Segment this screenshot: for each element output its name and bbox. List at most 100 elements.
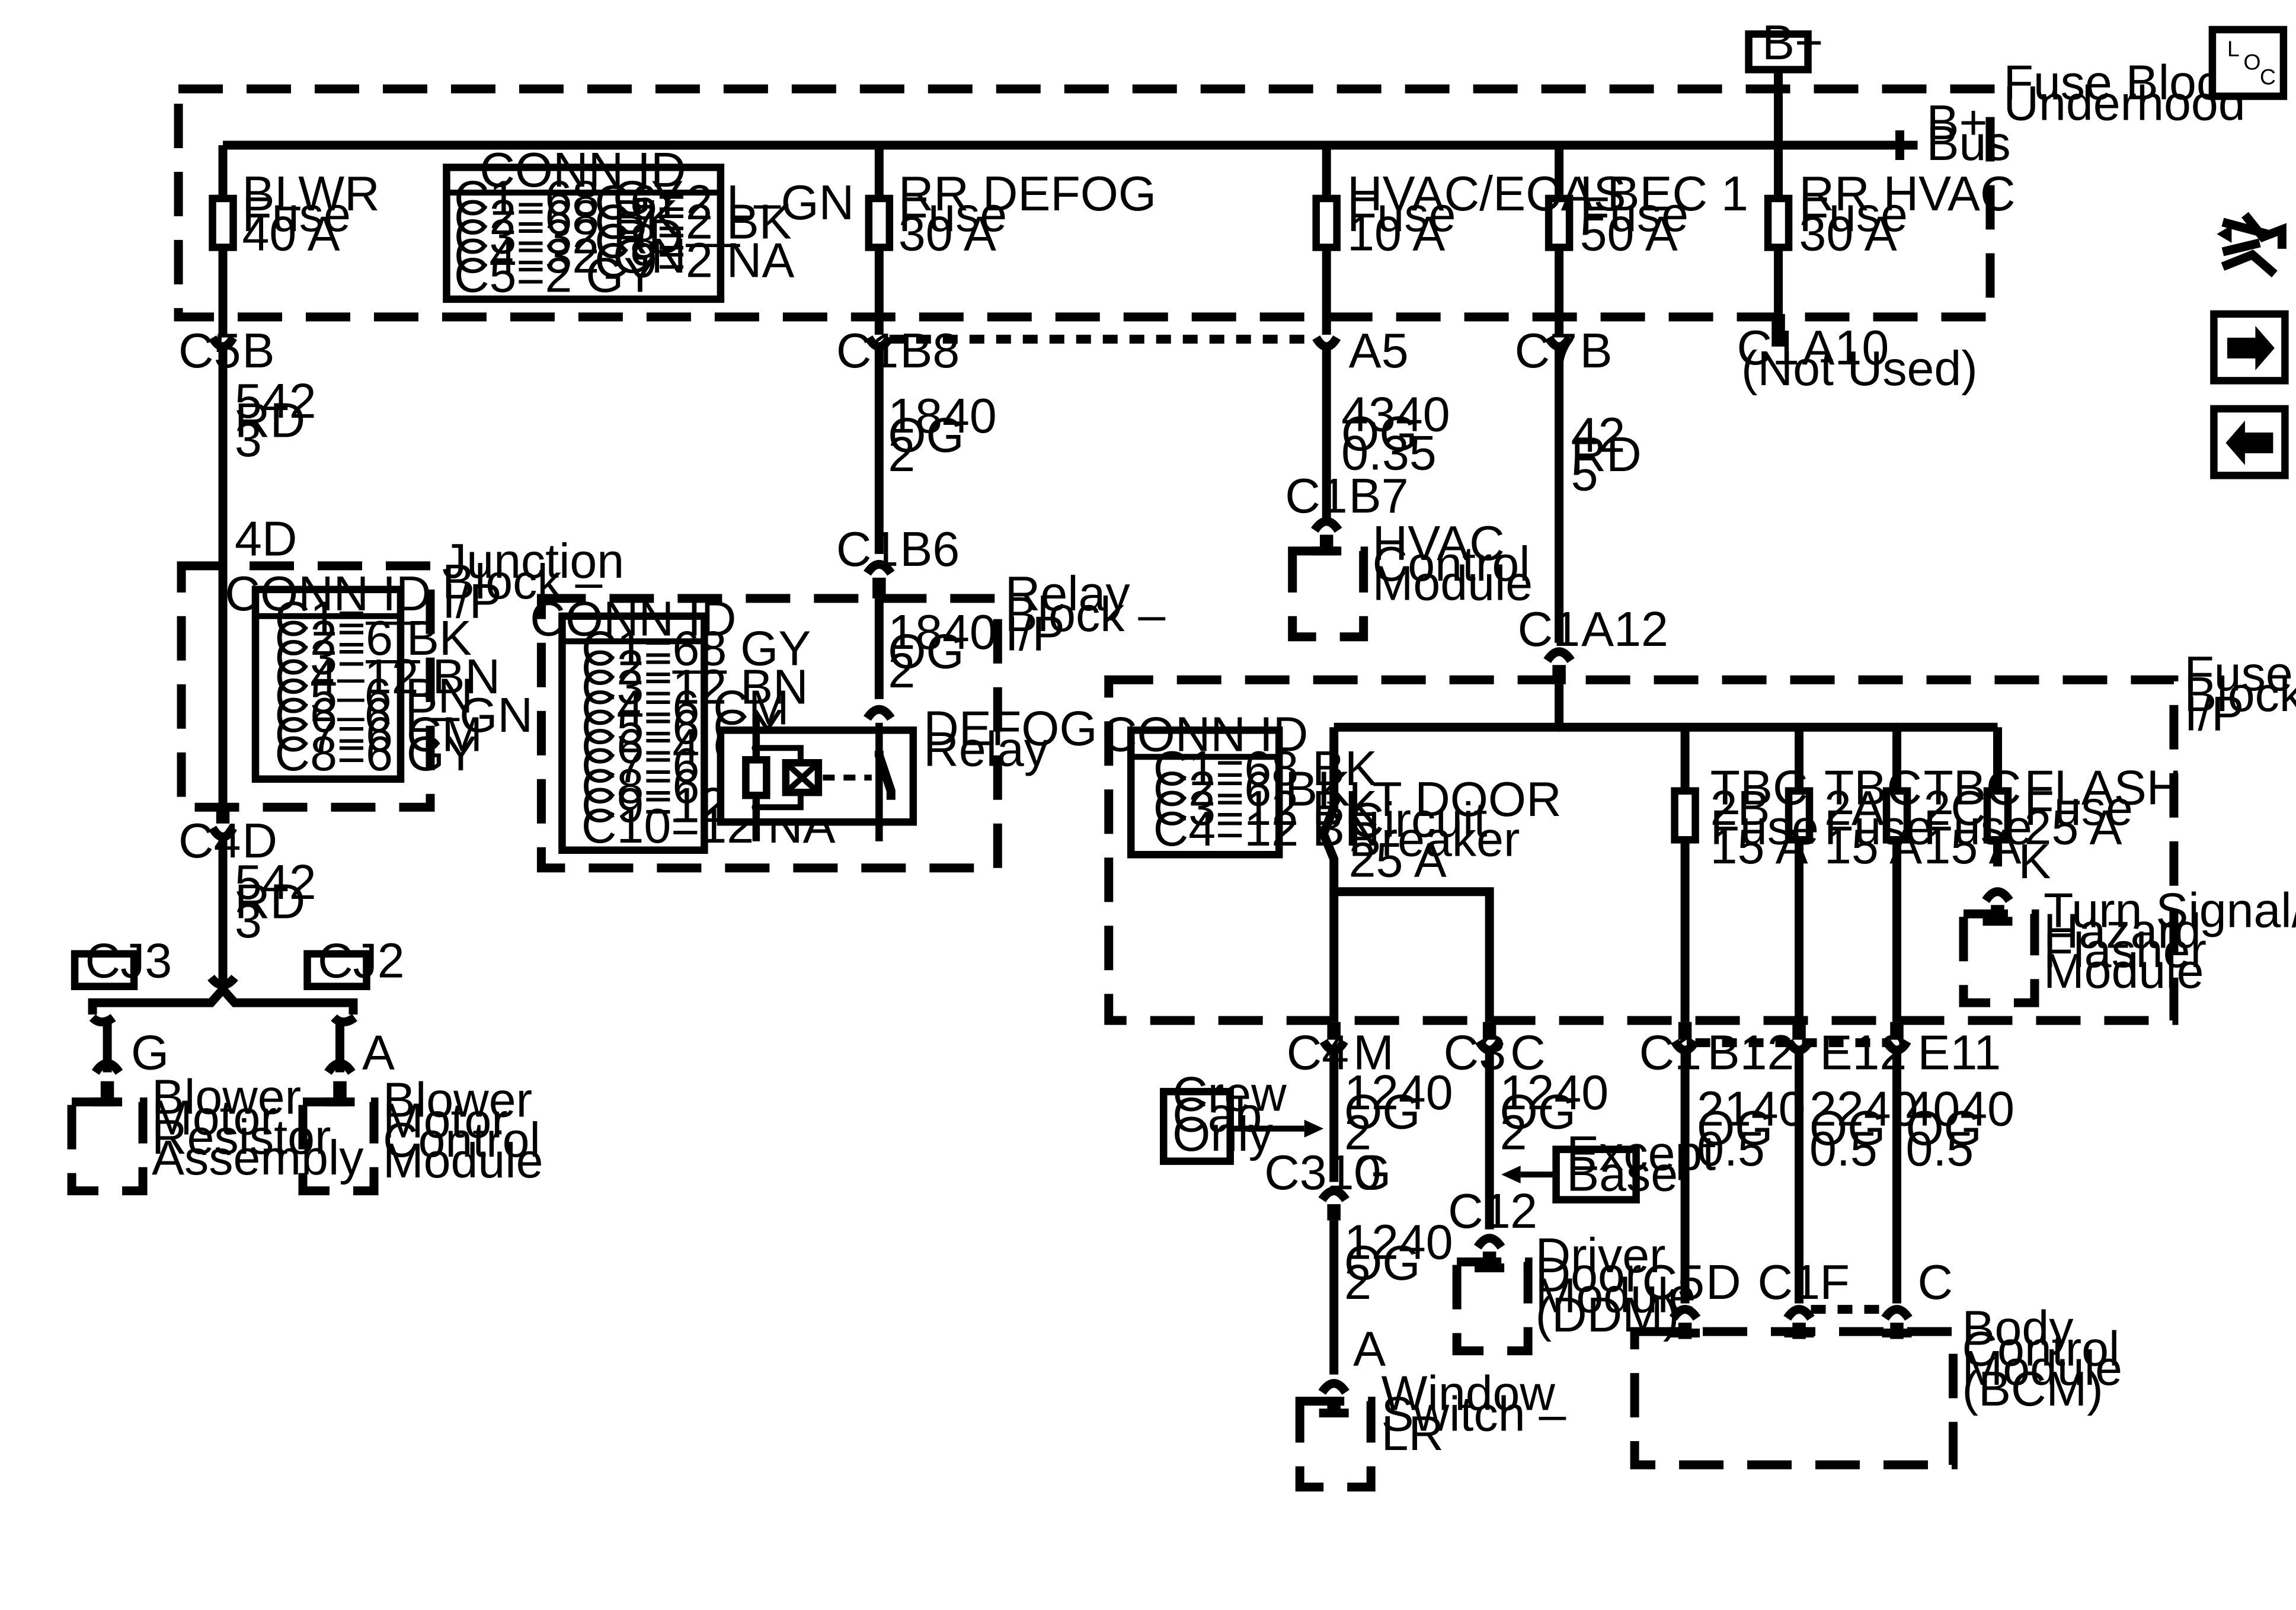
tbc2c-2: 2C: [1924, 781, 1986, 836]
blower-control-box: [298, 1097, 379, 1196]
conn-c-pin: C: [1918, 1255, 1953, 1310]
forward-arrow-icon[interactable]: [2210, 310, 2289, 385]
flash-2: Fuse: [2024, 781, 2132, 836]
tbc2a-4: 15 A: [1824, 820, 1922, 874]
junction-label-3: I/P: [442, 574, 502, 628]
breaker-3: Breaker: [1349, 812, 1520, 867]
turn-2: Hazard: [2044, 904, 2201, 959]
wire-4340-gauge: 0.35: [1341, 425, 1437, 480]
back-arrow-icon[interactable]: [2210, 405, 2289, 479]
splice-cj3-label: CJ3: [85, 934, 172, 988]
conn-rl-0: C1=68 GY: [581, 621, 811, 676]
relay-label-3: I/P: [1005, 606, 1065, 661]
turn-1: Turn Signal/: [2044, 884, 2296, 938]
turn-signal-box: [1959, 909, 2039, 1007]
loc-icon[interactable]: L O C: [2208, 25, 2288, 100]
conn-c3-c: C3: [1444, 1026, 1506, 1080]
wire-1240-b-gauge: 2: [1344, 1255, 1371, 1310]
conn-fi-title: CONN ID: [1102, 707, 1308, 761]
conn-c1-2-pin: 2: [1510, 1184, 1537, 1238]
conn-table-underhood: [443, 164, 725, 303]
fuse-blwr-name: BLWR: [242, 167, 380, 221]
tbc2c-3: Fuse: [1924, 801, 2032, 855]
blower-res-1: Blower: [152, 1070, 301, 1125]
breaker-2: Circuit: [1349, 793, 1488, 847]
pin-4d: 4D: [235, 511, 297, 566]
bus-label-2: Bus: [1927, 116, 2011, 171]
ddm-3: Module: [1536, 1269, 1696, 1323]
wire-542-a-circuit: 542: [235, 374, 316, 428]
crew-cab-box: [1159, 1087, 1234, 1165]
turn-4: Module: [2044, 944, 2204, 998]
wire-2140-gauge: 0.5: [1697, 1122, 1765, 1176]
conn-e11-pin: E11: [1918, 1026, 2001, 1080]
defog-relay-2: Relay: [923, 722, 1049, 776]
conn-table-junction: [251, 585, 405, 783]
wire-1840-a-color: OG: [888, 408, 964, 462]
conn-c5-d-pin: D: [1706, 1255, 1741, 1310]
junction-label-1: Junction: [442, 534, 624, 588]
crew-cab-1: Crew: [1172, 1067, 1287, 1122]
wire-1240-c-circuit: 1240: [1500, 1065, 1609, 1120]
splice-cj2-label: CJ2: [318, 934, 405, 988]
pin-a-blower: A: [362, 1026, 395, 1080]
blower-res-4: Assembly: [152, 1131, 364, 1185]
fuse-rr-hvac: [1764, 194, 1793, 251]
conn-uh-l2: C3=32 RD: [454, 209, 683, 264]
except-base-2: Base: [1566, 1147, 1678, 1202]
wire-1240-a-circuit: 1240: [1344, 1065, 1453, 1120]
fuse-blwr-rating: 40 A: [242, 206, 340, 261]
conn-c1-b8: C1: [836, 324, 898, 378]
conn-c1-f-pin: F: [1820, 1255, 1850, 1310]
ddm-box: [1452, 1257, 1533, 1356]
conn-jn-title: CONN ID: [225, 566, 431, 621]
wire-1240-a-color: OG: [1344, 1085, 1420, 1140]
fuse-rrhvac-type: Fuse: [1799, 187, 1908, 242]
blower-resistor-box: [67, 1097, 148, 1196]
wire-1240-c-gauge: 2: [1500, 1106, 1527, 1160]
fuse-blwr-type: Fuse: [242, 187, 351, 242]
flash-3: 25 A: [2024, 801, 2122, 855]
wire-2240-circuit: 2240: [1809, 1082, 1918, 1137]
relay-block-outline: [536, 594, 1002, 873]
fuse-block-ip-outline: [1104, 675, 2179, 1025]
fuse-block-underhood-outline: [174, 84, 1995, 322]
wire-42-gauge: 5: [1571, 446, 1598, 501]
wire-4040-color: OG: [1906, 1101, 1982, 1156]
wire-1840-b-color: OG: [888, 624, 964, 678]
conn-fi-0: C1=68 BK: [1153, 741, 1377, 796]
window-2: Switch –: [1382, 1387, 1566, 1442]
pin-a-window: A: [1353, 1322, 1386, 1377]
loc-c: C: [2260, 64, 2276, 89]
wire-4040-gauge: 0.5: [1906, 1122, 1974, 1176]
wire-542-a-gauge: 3: [235, 412, 262, 467]
tbc2b-2: 2B: [1710, 781, 1770, 836]
conn-c5-pin: B: [242, 324, 275, 378]
fuse-hvac-type: Fuse: [1347, 187, 1456, 242]
fuse-hvac-rating: 10 A: [1347, 206, 1445, 261]
conn-c1-f: C1: [1758, 1255, 1820, 1310]
bcm-1: Body: [1962, 1301, 2074, 1356]
conn-c4-m: C4: [1287, 1026, 1349, 1080]
conn-uh-l1: C2=68 BK: [454, 190, 678, 245]
connector-wrench-icon[interactable]: [2217, 212, 2287, 278]
conn-c5: C5: [178, 324, 241, 378]
wire-1840-a-circuit: 1840: [888, 389, 996, 443]
crew-cab-2: Cab: [1172, 1088, 1262, 1142]
conn-jn-5: C6–6 L–GN: [275, 688, 533, 742]
blower-ctrl-2: Motor: [383, 1094, 508, 1148]
fuse-rrdefog-name: RR DEFOG: [898, 167, 1156, 221]
fuseip-label-1: Fuse: [2184, 646, 2292, 701]
blower-ctrl-1: Blower: [383, 1073, 532, 1128]
wire-542-b-color: RD: [235, 875, 305, 929]
hvac-1: HVAC: [1373, 516, 1505, 571]
breaker-4: 25 A: [1349, 833, 1447, 888]
wire-42-color: RD: [1571, 427, 1642, 482]
relay-label-2: Block –: [1005, 587, 1166, 642]
wire-1240-a-gauge: 2: [1344, 1106, 1371, 1160]
hvac-3: Module: [1373, 556, 1533, 610]
tbc2b-4: 15 A: [1710, 820, 1808, 874]
wire-4340-circuit: 4340: [1341, 387, 1450, 441]
wire-4040-circuit: 4040: [1906, 1082, 2014, 1137]
conn-c7-pin: B: [1580, 324, 1613, 378]
